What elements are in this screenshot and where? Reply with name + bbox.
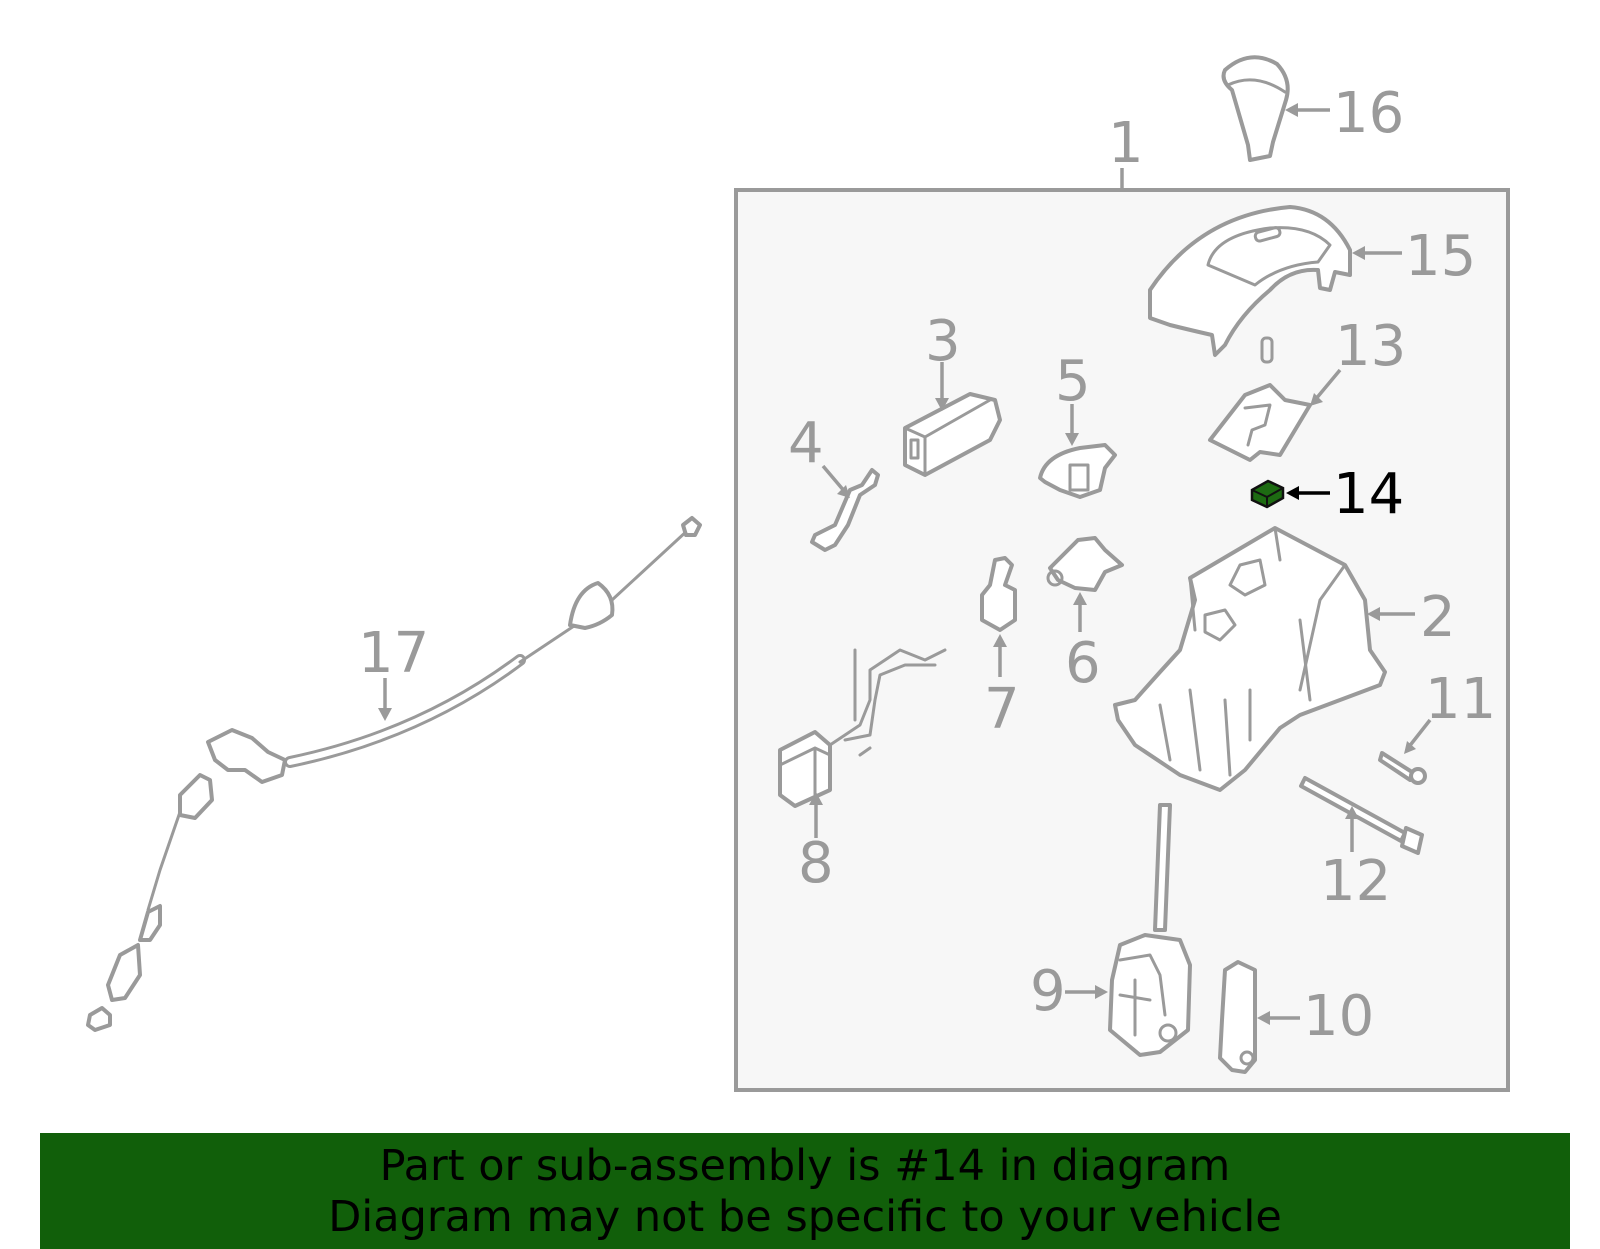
part-11-short-bolt[interactable] [1378,751,1427,785]
callout-2: 2 [1420,585,1456,650]
callout-17: 17 [358,621,429,686]
callout-1: 1 [1108,111,1144,176]
banner-line-disclaimer: Diagram may not be specific to your vehi… [328,1192,1282,1242]
parts-diagram: 1 2 3 4 5 6 7 8 9 10 11 12 13 14 15 16 1… [86,55,1510,1092]
part-13-gate-plate[interactable] [1208,383,1312,462]
callout-16: 16 [1333,81,1404,146]
callout-15: 15 [1405,224,1476,289]
part-15-indicator-cover[interactable] [1148,205,1352,364]
callout-4: 4 [788,411,824,476]
part-10-plate[interactable] [1218,960,1257,1074]
part-7-connector[interactable] [980,556,1017,632]
callout-13: 13 [1335,314,1406,379]
callout-14: 14 [1333,462,1404,527]
callout-11: 11 [1425,667,1496,732]
part-8-harness[interactable] [778,648,947,808]
assembly-box [734,188,1510,1092]
part-4-bracket[interactable] [810,468,880,552]
banner-line-part: Part or sub-assembly is #14 in diagram [379,1141,1231,1191]
info-banner: Part or sub-assembly is #14 in diagram D… [40,1133,1570,1249]
callout-6: 6 [1065,631,1101,696]
callout-5: 5 [1055,349,1091,414]
callout-9: 9 [1030,959,1066,1024]
callout-10: 10 [1303,984,1374,1049]
part-14-highlighted[interactable] [1250,479,1285,509]
callout-8: 8 [798,831,834,896]
part-3-switch[interactable] [903,392,1002,477]
part-17-shift-cable[interactable] [86,516,702,1032]
callout-7: 7 [984,677,1020,742]
callout-3: 3 [925,309,961,374]
part-5-retainer[interactable] [1038,443,1117,499]
part-9-lever-assembly[interactable] [1108,803,1192,1057]
part-16-shift-knob[interactable] [1221,55,1290,162]
callout-12: 12 [1320,849,1391,914]
part-2-shifter-base[interactable] [1113,526,1387,792]
part-6-clip[interactable] [1046,536,1124,592]
